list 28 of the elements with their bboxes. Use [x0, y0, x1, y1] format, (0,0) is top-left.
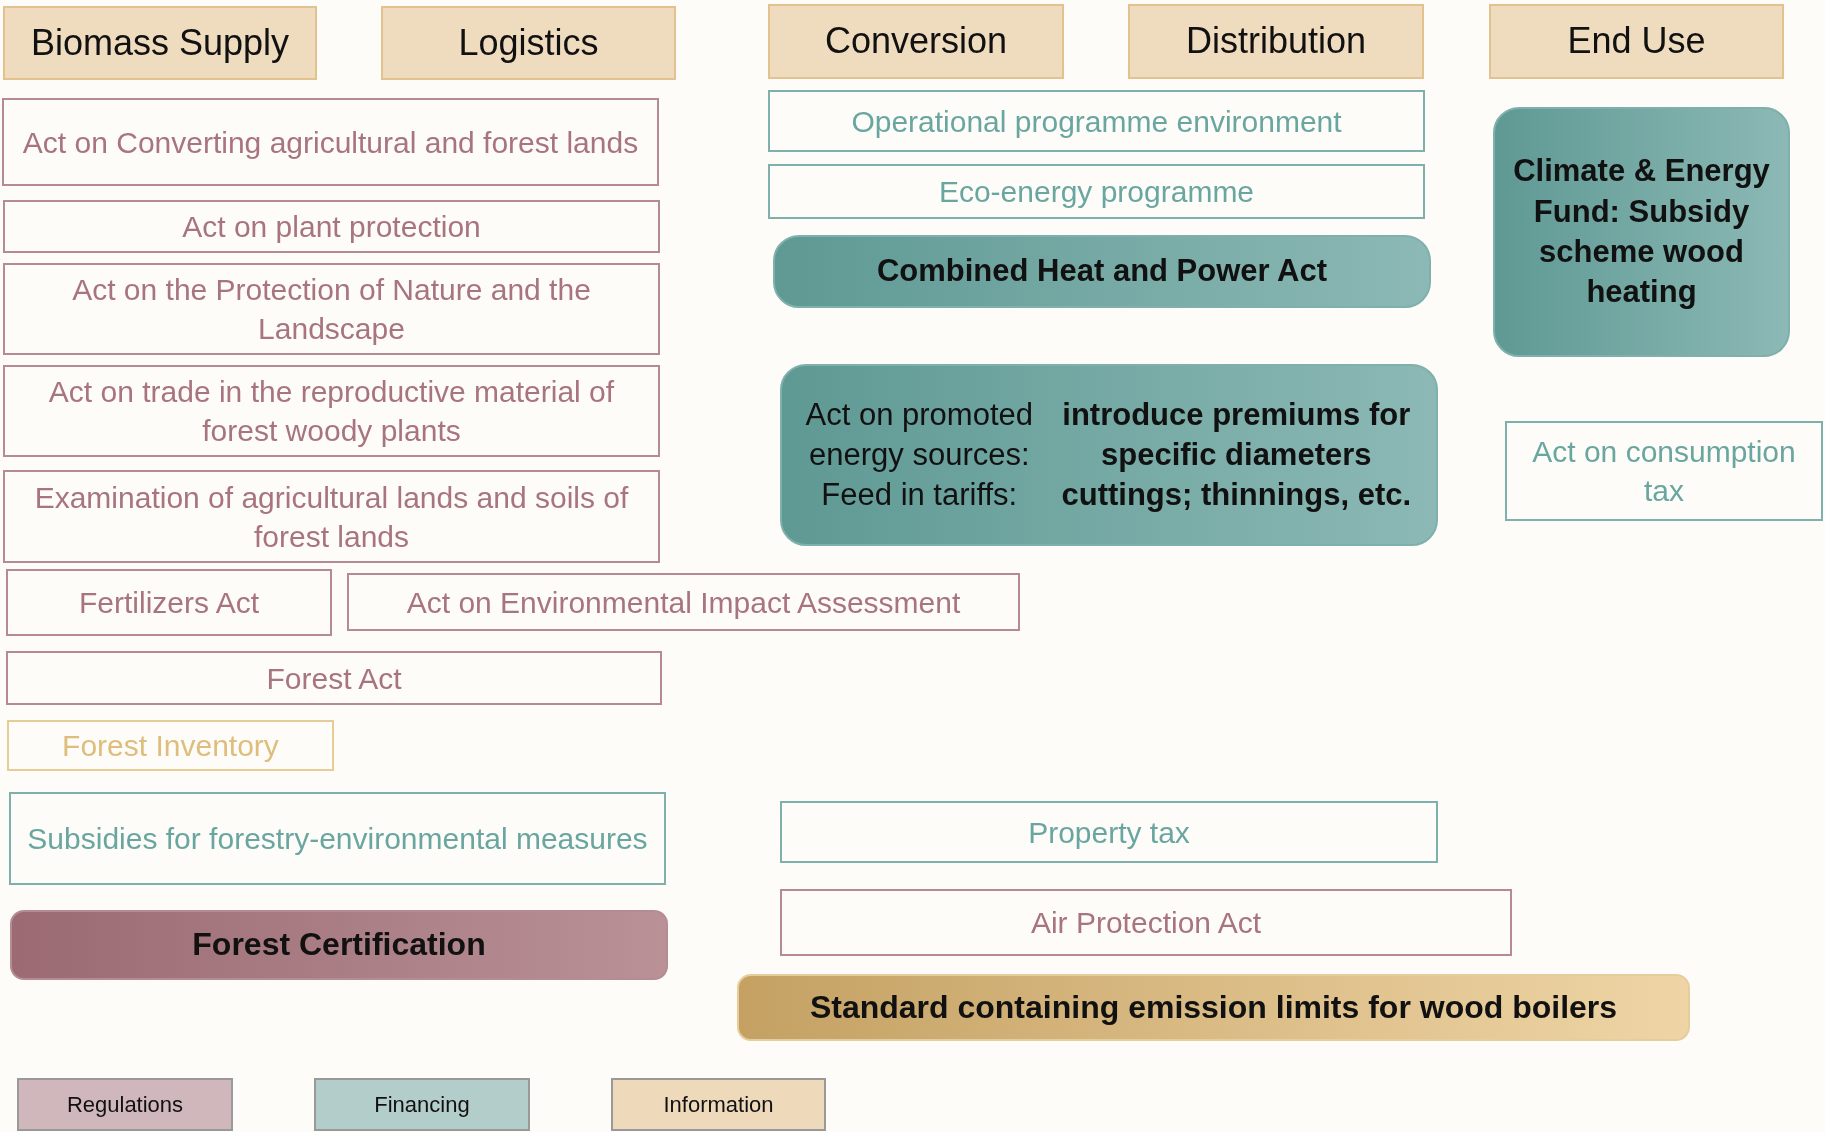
regulation-box: Act on Converting agricultural and forest lands	[2, 98, 659, 186]
financing-box: Act on promoted energy sources: Feed in tariffs: introduce premiums for specific diameters cuttings; thinnings, etc.	[780, 364, 1438, 546]
information-box: Standard containing emission limits for wood boilers	[737, 974, 1690, 1041]
regulation-box: Fertilizers Act	[6, 569, 332, 636]
financing-box: Operational programme environment	[768, 90, 1425, 152]
regulation-box: Act on Environmental Impact Assessment	[347, 573, 1020, 631]
column-header: Distribution	[1128, 4, 1424, 79]
financing-box: Climate & Energy Fund: Subsidy scheme wood heating	[1493, 107, 1790, 357]
legend-label: Financing	[374, 1091, 470, 1118]
legend-label: Regulations	[66, 1091, 184, 1118]
regulation-box: Act on the Protection of Nature and the Landscape	[3, 263, 660, 355]
regulation-box: Act on trade in the reproductive material of forest woody plants	[3, 365, 660, 457]
regulation-box: Act on plant protection	[3, 200, 660, 253]
regulation-box: Forest Certification	[10, 910, 668, 980]
column-header: Conversion	[768, 4, 1064, 79]
legend-label: Information	[663, 1091, 774, 1118]
financing-box: Act on consumption tax	[1505, 421, 1823, 521]
financing-box: Eco-energy programme	[768, 164, 1425, 219]
regulation-box: Forest Act	[6, 651, 662, 705]
column-header: End Use	[1489, 4, 1784, 79]
financing-box: Subsidies for forestry-environmental measures	[9, 792, 666, 885]
column-header: Logistics	[381, 6, 676, 80]
financing-box: Property tax	[780, 801, 1438, 863]
information-box: Forest Inventory	[7, 720, 334, 771]
regulation-box: Examination of agricultural lands and soils of forest lands	[3, 470, 660, 563]
financing-box: Combined Heat and Power Act	[773, 235, 1431, 308]
regulation-box: Air Protection Act	[780, 889, 1512, 956]
column-header: Biomass Supply	[3, 6, 317, 80]
